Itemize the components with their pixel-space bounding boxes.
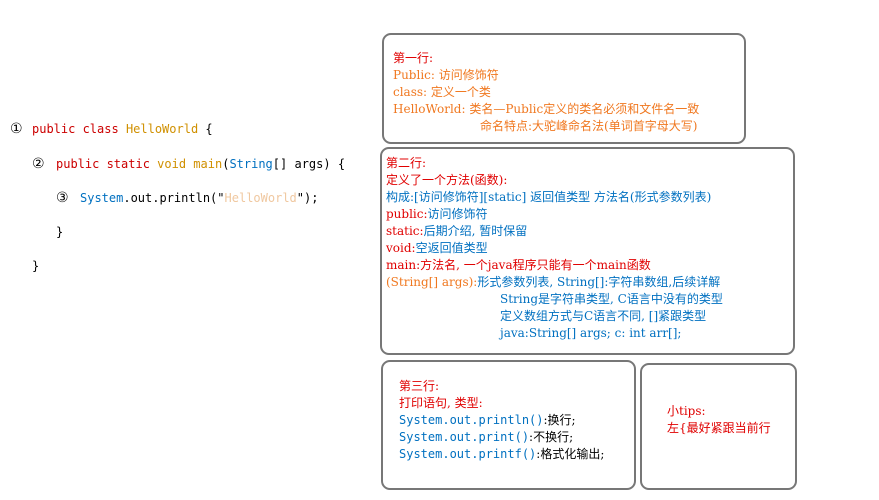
note-box-tips: 小tips: 左{最好紧跟当前行 [640,363,797,490]
code-line-3: System.out.println("HelloWorld"); [80,191,318,205]
system-class: System [80,191,124,205]
marker-2: ② [32,156,45,172]
box2-public-line: public:访问修饰符 [386,207,488,221]
paren-open: ( [222,157,230,171]
marker-1: ① [10,121,23,137]
note-box-line3: 第三行: 打印语句, 类型: System.out.println():换行; … [381,360,636,490]
string-literal: HelloWorld [224,191,297,205]
paren-close: ) [323,157,331,171]
box1-naming-line: 命名特点:大驼峰命名法(单词首字母大写) [480,119,698,133]
box2-subtitle: 定义了一个方法(函数): [386,173,508,187]
box2-void-line: void:空返回值类型 [386,241,488,255]
box1-class-line: class: 定义一个类 [393,85,491,99]
box1-helloworld-line: HelloWorld: 类名—Public定义的类名必须和文件名一致 [393,102,700,116]
param-rest: [] args [272,157,324,171]
class-name: HelloWorld [125,122,199,136]
keyword-public-class: public class [32,122,119,136]
code-line-2: public static void main(String[] args) { [56,157,345,171]
println-call: .out.println(" [123,191,225,205]
code-line-1: public class HelloWorld { [32,122,213,136]
box2-form-line: 构成:[访问修饰符][static] 返回值类型 方法名(形式参数列表) [386,190,712,204]
note-box-line2: 第二行: 定义了一个方法(函数): 构成:[访问修饰符][static] 返回值… [380,147,795,355]
box2-main-line: main:方法名, 一个java程序只能有一个main函数 [386,258,651,272]
box3-print-line: System.out.print():不换行; [399,430,574,444]
box3-subtitle: 打印语句, 类型: [399,396,483,410]
close-brace-inner: } [56,225,64,239]
box1-title: 第一行: [393,51,434,65]
box3-title: 第三行: [399,379,440,393]
box2-static-line: static:后期介绍, 暂时保留 [386,224,528,238]
keyword-public-static: public static [56,157,150,171]
tips-text: 左{最好紧跟当前行 [667,421,771,435]
box2-args-line2: String是字符串类型, C语言中没有的类型 [500,292,723,306]
box2-title: 第二行: [386,156,427,170]
open-brace-2: { [337,157,346,171]
box2-args-line4: java:String[] args; c: int arr[]; [500,326,682,340]
box2-args-line: (String[] args):形式参数列表, String[]:字符串数组,后… [386,275,721,289]
method-name: main [193,157,223,171]
tips-title: 小tips: [667,404,706,418]
note-box-line1: 第一行: Public: 访问修饰符 class: 定义一个类 HelloWor… [382,33,746,144]
box2-args-line3: 定义数组方式与C语言不同, []紧跟类型 [500,309,707,323]
box1-public-line: Public: 访问修饰符 [393,68,499,82]
close-brace-outer: } [32,259,40,273]
open-brace: { [205,122,213,136]
param-type: String [229,157,273,171]
box3-println-line: System.out.println():换行; [399,413,576,427]
statement-end: "); [296,191,319,205]
marker-3: ③ [56,190,69,206]
keyword-void: void [157,157,187,171]
box3-printf-line: System.out.printf():格式化输出; [399,447,605,461]
